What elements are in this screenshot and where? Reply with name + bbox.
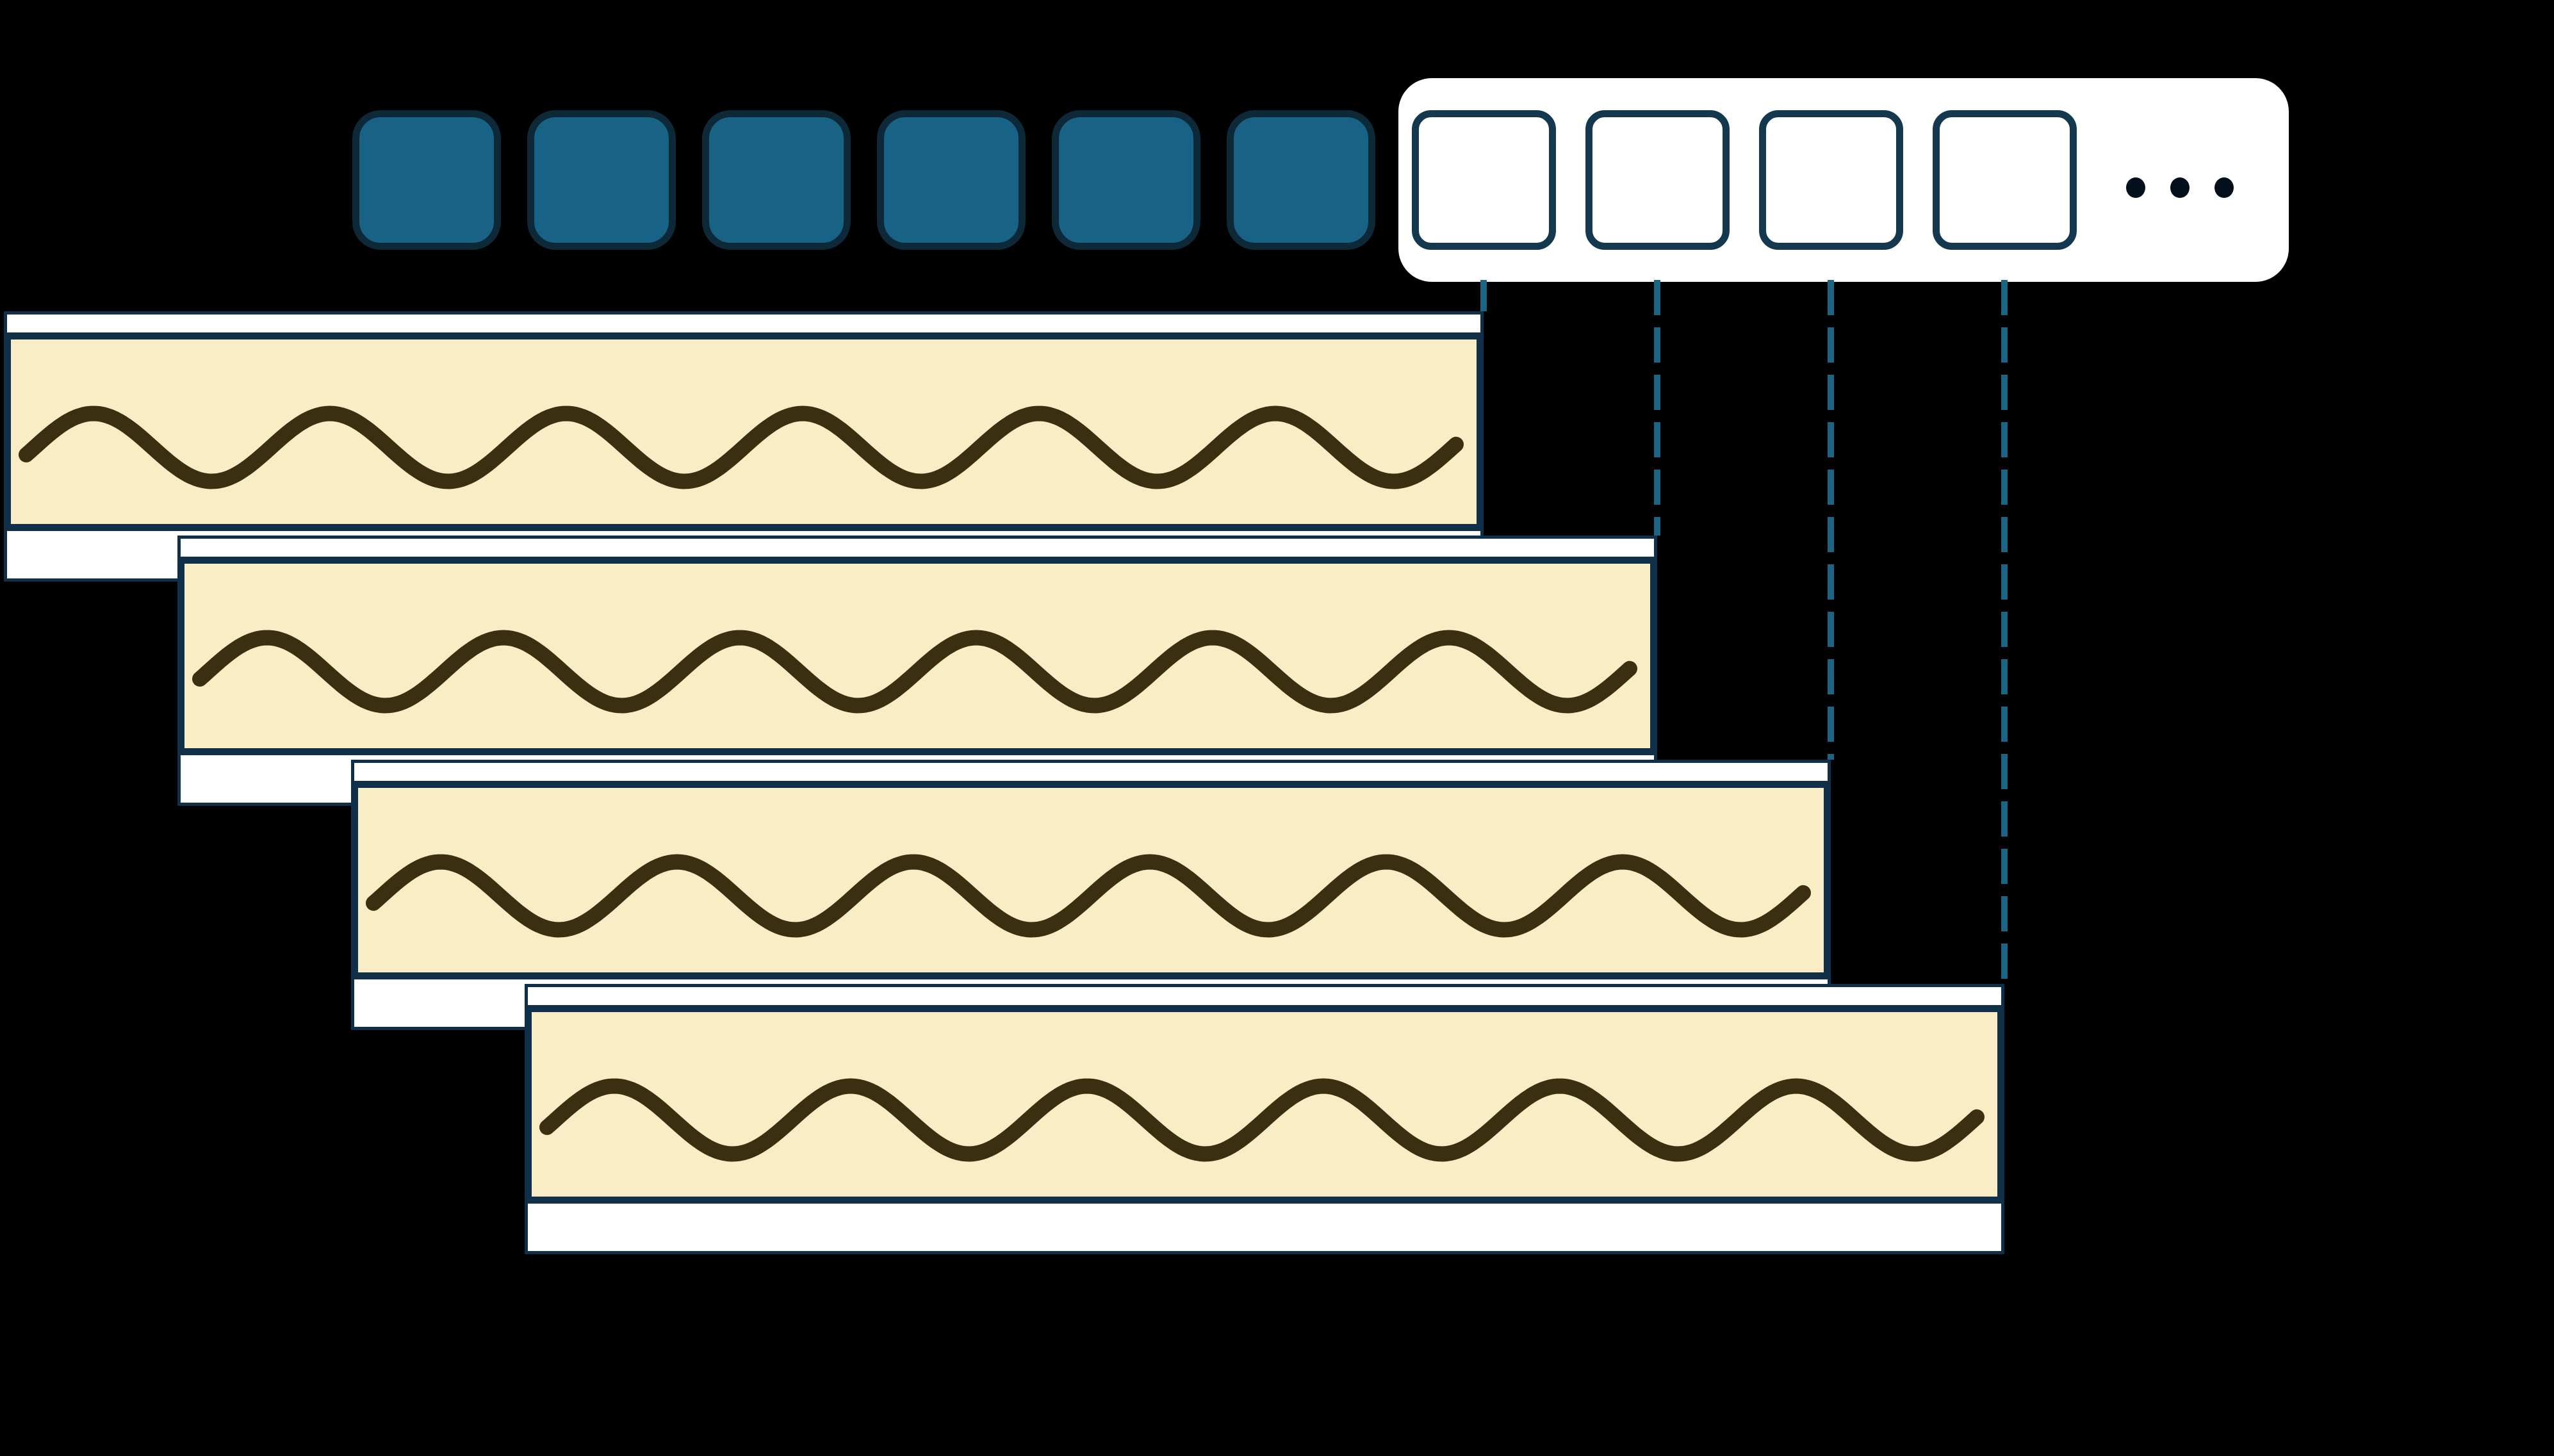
dashed-connector-2 [1654,280,1660,536]
filled-token-6 [1227,110,1375,250]
empty-token-1 [1412,110,1556,250]
ellipsis-dot [2214,177,2234,198]
waveform [192,630,1637,714]
dashed-connector-1 [1480,280,1487,311]
signal-panel [4,332,1484,531]
dashed-connector-4 [2001,280,2008,984]
ellipsis-dots [2126,177,2234,198]
empty-token-panel [1398,78,2289,282]
waveform [19,405,1464,489]
waveform [366,854,1811,938]
filled-token-4 [877,110,1026,250]
dashed-connector-3 [1828,280,1834,760]
signal-panel [177,557,1657,755]
empty-token-4 [1933,110,2077,250]
signal-panel [525,1005,2004,1204]
waveform [539,1078,1985,1162]
empty-token-2 [1585,110,1730,250]
waveform-path [539,1078,1985,1162]
signal-card-4 [525,984,2004,1254]
filled-token-5 [1052,110,1200,250]
filled-token-3 [702,110,851,250]
filled-token-2 [527,110,676,250]
ellipsis-dot [2126,177,2145,198]
waveform-path [366,854,1811,938]
ellipsis-dot [2170,177,2190,198]
filled-token-1 [352,110,501,250]
waveform-path [19,405,1464,489]
waveform-path [192,630,1637,714]
signal-panel [351,781,1831,979]
empty-token-3 [1759,110,1903,250]
